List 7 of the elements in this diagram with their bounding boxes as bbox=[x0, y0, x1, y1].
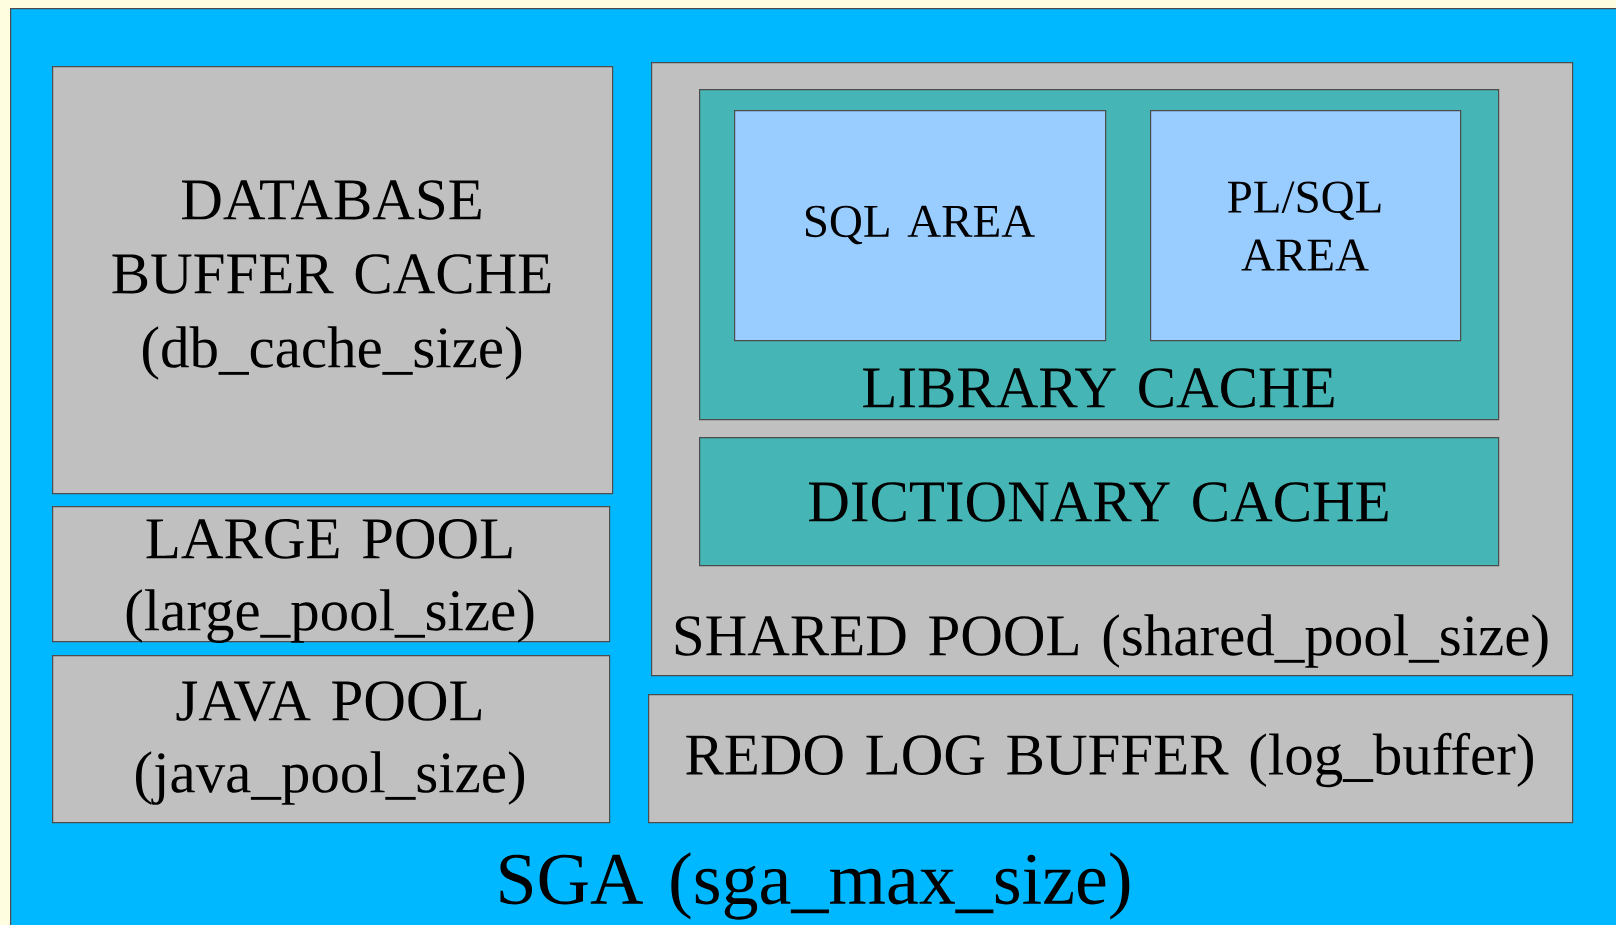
memory-area-box: DATABASE BUFFER CACHE (db_cache_size) bbox=[52, 66, 614, 495]
memory-area-box: REDO LOG BUFFER (log_buffer) bbox=[648, 694, 1574, 824]
memory-area-box: DICTIONARY CACHE bbox=[699, 437, 1500, 567]
memory-area-box: JAVA POOL (java_pool_size) bbox=[52, 655, 611, 824]
memory-area-box: SQL AREA bbox=[734, 110, 1107, 342]
memory-area-box: PL/SQL AREA bbox=[1150, 110, 1462, 342]
memory-area-box: LARGE POOL (large_pool_size) bbox=[52, 506, 611, 643]
